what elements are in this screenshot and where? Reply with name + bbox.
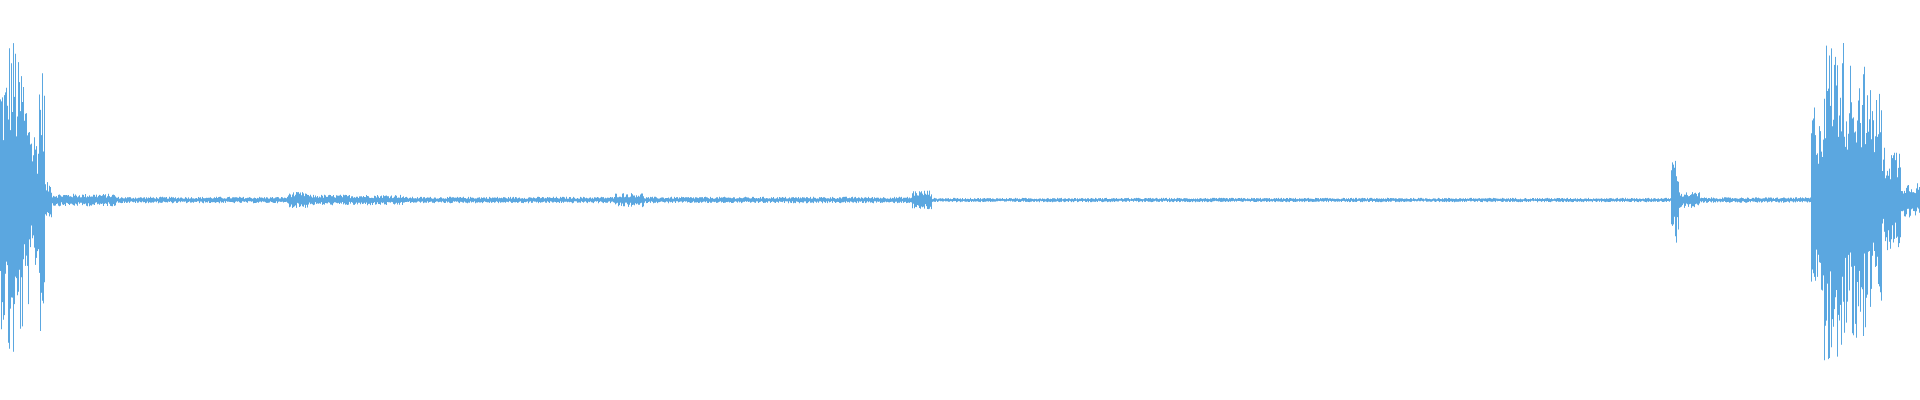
waveform-samples <box>0 43 1920 361</box>
waveform-path <box>0 43 1920 361</box>
